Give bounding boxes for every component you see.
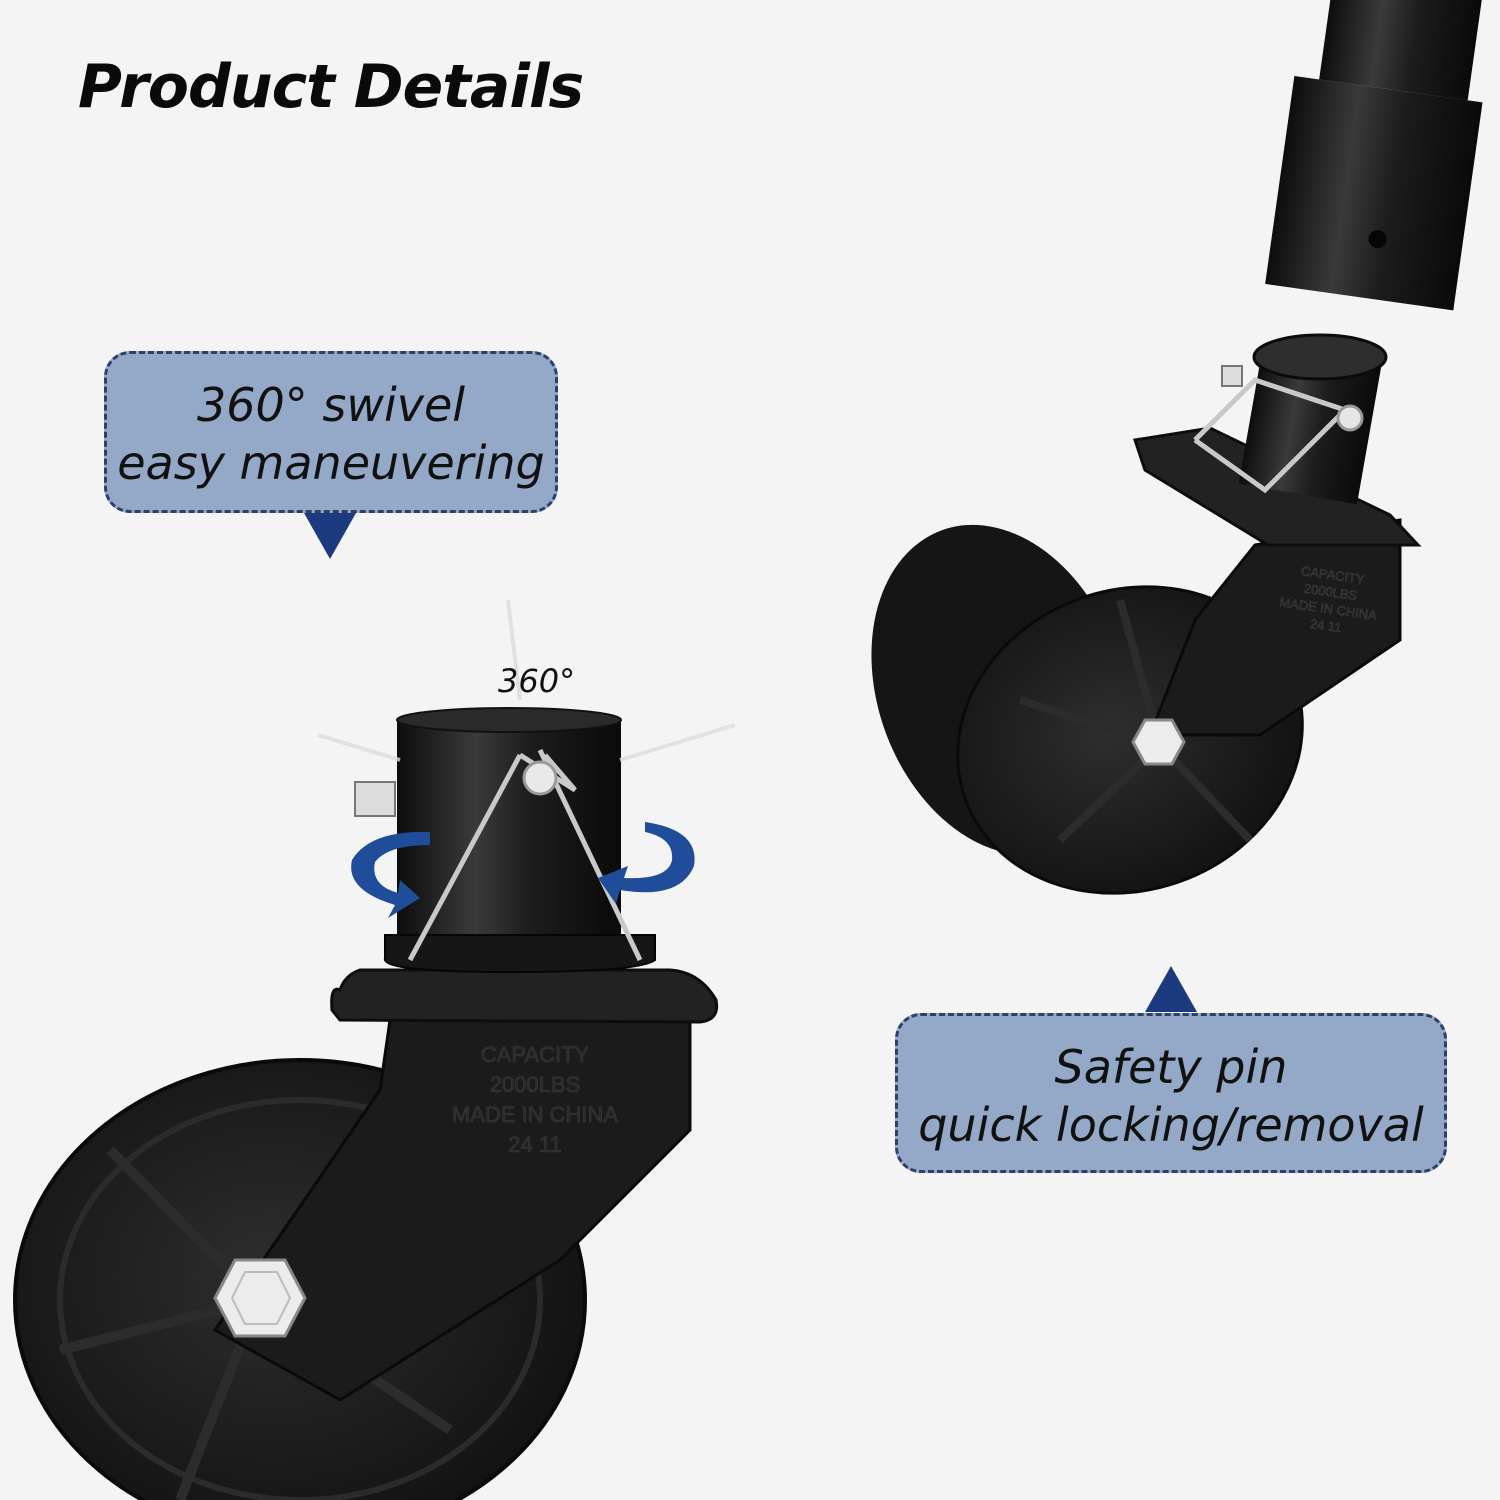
callout-swivel-line2: easy maneuvering: [117, 436, 545, 490]
callout-safety-pin: Safety pin quick locking/removal: [895, 1013, 1447, 1173]
callout-pin-line2: quick locking/removal: [918, 1098, 1424, 1152]
right-pin-head: [1336, 404, 1364, 432]
right-upper-tube: [1265, 0, 1485, 311]
left-hex-bolt: [213, 1258, 307, 1338]
left-tube: [397, 718, 621, 943]
callout-swivel: 360° swivel easy maneuvering: [104, 351, 558, 513]
left-pin-head: [522, 760, 558, 796]
callout-swivel-line1: 360° swivel: [196, 378, 466, 432]
swivel-arrow-left-icon: [351, 831, 430, 918]
swivel-degree-label: 360°: [498, 662, 576, 700]
swivel-arrow-right-icon: [598, 822, 695, 904]
left-caster: CAPACITY 2000LBS MADE IN CHINA 24 11: [13, 599, 736, 1500]
callout-swivel-pointer-icon: [304, 513, 356, 559]
right-caster: CAPACITY 2000LBS MADE IN CHINA 24 11: [871, 0, 1485, 895]
right-plate-code: 24 11: [1309, 616, 1342, 635]
callout-pin-pointer-icon: [1145, 966, 1197, 1012]
left-plate-weight: 2000LBS: [490, 1072, 581, 1097]
left-top-plate: [330, 968, 719, 1024]
left-plate-origin: MADE IN CHINA: [452, 1102, 619, 1127]
left-plate-code: 24 11: [508, 1132, 561, 1157]
page-title: Product Details: [78, 52, 584, 122]
left-plate-capacity: CAPACITY: [481, 1042, 590, 1067]
right-fork-arm: [1147, 518, 1402, 737]
right-hex-bolt: [1131, 718, 1186, 766]
callout-pin-line1: Safety pin: [1054, 1040, 1288, 1094]
left-fork-arm: [212, 1018, 692, 1402]
